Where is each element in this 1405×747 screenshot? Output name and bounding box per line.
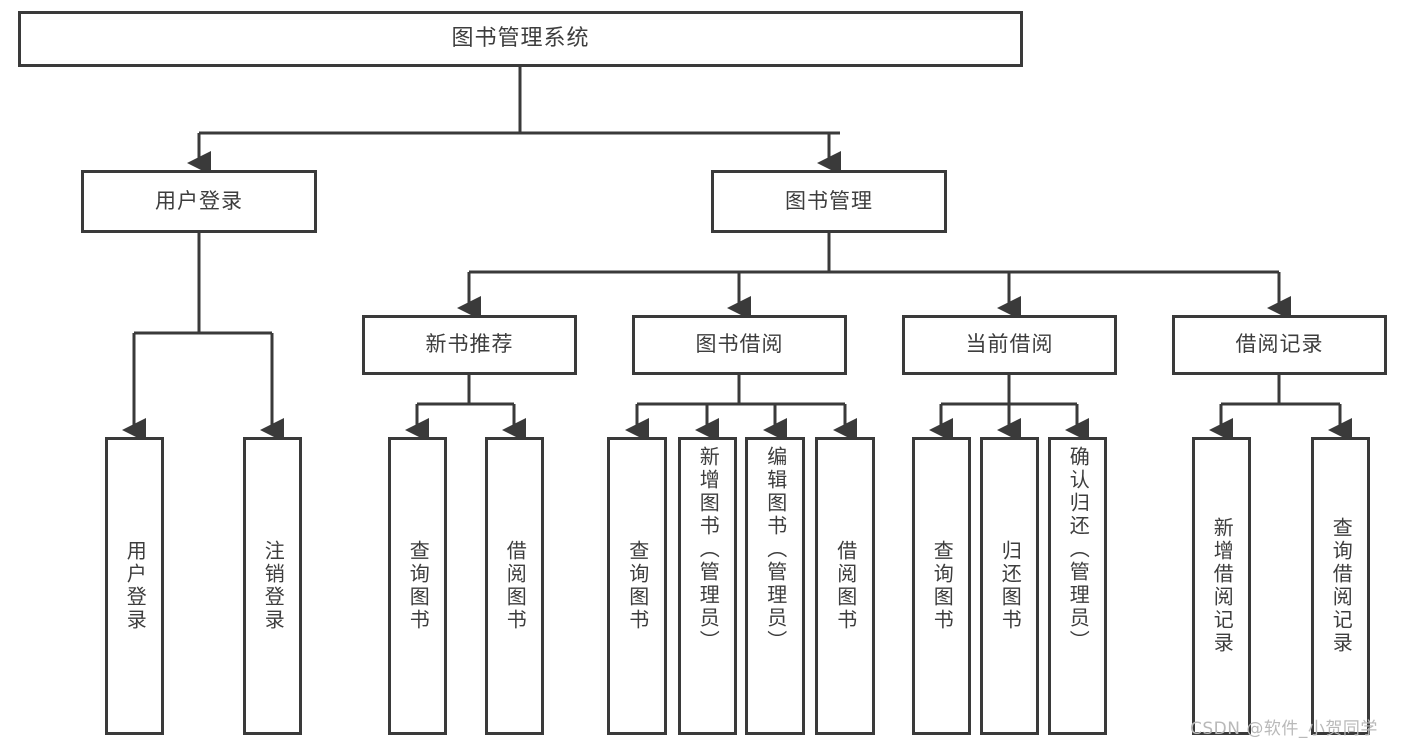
leaf-record-add-record[interactable]: 新增借阅记录 <box>1192 437 1251 735</box>
node-book-borrow[interactable]: 图书借阅 <box>632 315 847 375</box>
node-label: 查询借阅记录 <box>1329 517 1354 655</box>
leaf-current-confirm-return-admin[interactable]: 确认归还（管理员） <box>1048 437 1107 735</box>
node-label: 查询图书 <box>406 540 431 632</box>
node-root-system[interactable]: 图书管理系统 <box>18 11 1023 67</box>
node-book-management[interactable]: 图书管理 <box>711 170 947 233</box>
leaf-user-login-login[interactable]: 用户登录 <box>105 437 164 735</box>
leaf-borrow-add-book-admin[interactable]: 新增图书（管理员） <box>678 437 737 735</box>
leaf-borrow-edit-book-admin[interactable]: 编辑图书（管理员） <box>745 437 805 735</box>
node-label: 注销登录 <box>261 540 286 632</box>
node-label: 查询图书 <box>625 540 650 632</box>
node-user-login[interactable]: 用户登录 <box>81 170 317 233</box>
node-label: 图书管理 <box>785 188 873 213</box>
node-label: 归还图书 <box>998 540 1023 632</box>
watermark-text: CSDN @软件_小贺同学 <box>1190 719 1378 739</box>
node-label: 新增借阅记录 <box>1210 517 1235 655</box>
leaf-current-return-book[interactable]: 归还图书 <box>980 437 1039 735</box>
node-label: 用户登录 <box>155 188 243 213</box>
node-label: 图书管理系统 <box>451 25 590 51</box>
leaf-borrow-query-book[interactable]: 查询图书 <box>607 437 667 735</box>
node-label: 确认归还（管理员） <box>1066 446 1091 653</box>
leaf-new-book-borrow-book[interactable]: 借阅图书 <box>485 437 544 735</box>
leaf-user-login-logout[interactable]: 注销登录 <box>243 437 302 735</box>
node-label: 新书推荐 <box>425 332 514 357</box>
node-new-book-recommend[interactable]: 新书推荐 <box>362 315 577 375</box>
leaf-record-query-record[interactable]: 查询借阅记录 <box>1311 437 1370 735</box>
node-label: 当前借阅 <box>965 332 1054 357</box>
node-borrow-record[interactable]: 借阅记录 <box>1172 315 1387 375</box>
node-label: 借阅记录 <box>1235 332 1324 357</box>
leaf-new-book-query-book[interactable]: 查询图书 <box>388 437 447 735</box>
node-current-borrow[interactable]: 当前借阅 <box>902 315 1117 375</box>
node-label: 借阅图书 <box>503 540 528 632</box>
node-label: 查询图书 <box>930 540 955 632</box>
node-label: 用户登录 <box>123 540 148 632</box>
leaf-current-query-book[interactable]: 查询图书 <box>912 437 971 735</box>
node-label: 新增图书（管理员） <box>696 446 721 653</box>
node-label: 编辑图书（管理员） <box>763 446 788 653</box>
leaf-borrow-borrow-book[interactable]: 借阅图书 <box>815 437 875 735</box>
node-label: 借阅图书 <box>833 540 858 632</box>
node-label: 图书借阅 <box>695 332 784 357</box>
